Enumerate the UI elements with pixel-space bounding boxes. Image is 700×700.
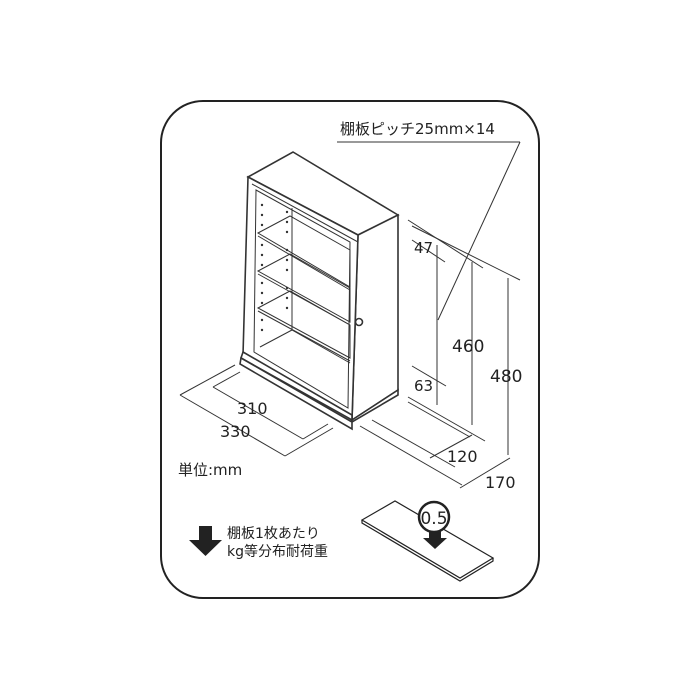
- dim-top-gap: 47: [414, 239, 433, 257]
- glass-shelves: [256, 215, 351, 362]
- shelf-plate-illustration: 0.5: [360, 500, 495, 582]
- load-legend-line1: 棚板1枚あたり: [227, 526, 320, 542]
- door-knob: [354, 317, 364, 327]
- dim-bottom-gap: 63: [414, 377, 433, 395]
- load-value-badge: [417, 500, 451, 534]
- down-arrow-icon: [189, 526, 222, 556]
- cabinet-side: [351, 213, 399, 422]
- dim-outer-width: 330: [220, 422, 251, 441]
- shelf-peg-holes: [260, 203, 289, 332]
- dim-outer-depth: 170: [485, 473, 516, 492]
- dim-inner-height: 460: [452, 337, 484, 357]
- unit-label: 単位:mm: [178, 461, 242, 479]
- cabinet-illustration: [239, 151, 400, 431]
- load-legend-line2: kg等分布耐荷重: [227, 543, 328, 560]
- dim-inner-width: 310: [237, 399, 268, 418]
- diagram-frame: [160, 100, 540, 599]
- shelf-load-value: 0.5: [420, 509, 447, 529]
- cabinet-door-glass: [253, 189, 351, 409]
- dim-inner-depth: 120: [447, 447, 478, 466]
- dim-outer-height: 480: [490, 367, 522, 387]
- shelf-pitch-label: 棚板ピッチ25mm×14: [340, 120, 495, 138]
